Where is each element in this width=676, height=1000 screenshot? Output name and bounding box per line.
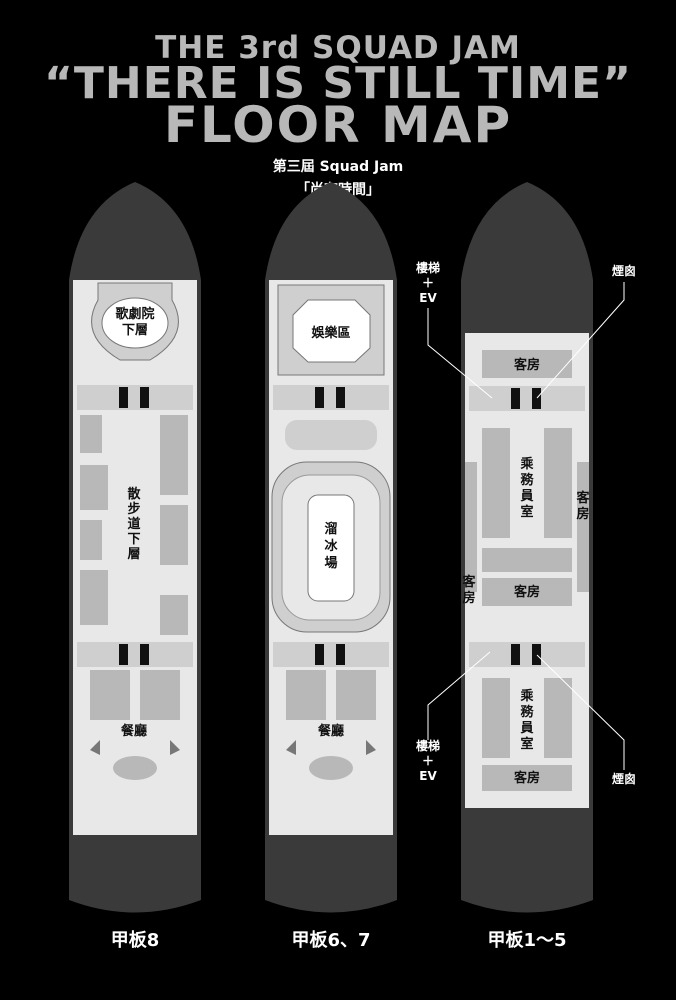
label-cabin-right-1: 客 (576, 490, 590, 506)
callout-stairs-top-2: ＋ (422, 276, 434, 290)
label-crew-4: 室 (520, 504, 533, 520)
deck-1-5-ship (461, 182, 593, 913)
deck-label-1-5: 甲板1～5 (487, 930, 567, 951)
label-promenade-1: 散 (127, 486, 141, 502)
label-promenade-3: 道 (127, 516, 140, 532)
label-opera-lower: 下層 (122, 323, 148, 338)
label-promenade-4: 下 (127, 532, 140, 547)
label-promenade-5: 層 (127, 547, 140, 562)
label-promenade-2: 步 (127, 501, 140, 517)
callout-stairs-top-3: EV (419, 291, 437, 305)
label-cabin-bottom: 客房 (514, 770, 540, 786)
label-crew-b1: 乘 (519, 688, 534, 704)
label-crew-b4: 室 (520, 736, 533, 752)
label-restaurant-deck67: 餐廳 (317, 723, 344, 739)
label-crew-2: 務 (520, 472, 534, 488)
callout-stairs-top-1: 樓梯 (416, 260, 440, 275)
callout-stairs-bottom-1: 樓梯 (416, 738, 440, 753)
label-crew-b3: 員 (519, 721, 533, 736)
label-cabin-left-2: 房 (462, 590, 475, 606)
label-rink-1: 溜 (324, 521, 337, 537)
deck-label-6-7: 甲板6、7 (291, 930, 371, 951)
map-title-line2: “THERE IS STILL TIME” (43, 58, 633, 109)
jp-title-line1: 第三屆 Squad Jam (272, 159, 404, 175)
label-entertainment: 娛樂區 (310, 325, 350, 341)
label-crew-1: 乘 (519, 456, 534, 472)
callout-lines (427, 282, 625, 770)
label-rink-2: 冰 (324, 538, 338, 554)
label-crew-3: 員 (519, 489, 533, 504)
label-crew-b2: 務 (520, 704, 534, 720)
map-title-line1: THE 3rd SQUAD JAM (155, 30, 521, 66)
deck-8-ship (69, 182, 201, 913)
label-cabin-top: 客房 (514, 357, 540, 373)
callout-stairs-bottom-2: ＋ (422, 754, 434, 768)
label-opera: 歌劇院 (115, 306, 154, 322)
map-title-line3: FLOOR MAP (163, 96, 513, 154)
callout-chimney-top: 煙囪 (612, 263, 636, 278)
label-restaurant-deck8: 餐廳 (120, 723, 147, 739)
deck-label-8: 甲板8 (110, 930, 160, 951)
label-rink-3: 場 (324, 555, 337, 571)
label-cabin-mid: 客房 (514, 584, 540, 600)
label-cabin-right-2: 房 (576, 506, 589, 522)
callout-stairs-bottom-3: EV (419, 769, 437, 783)
label-cabin-left-1: 客 (462, 574, 476, 590)
deck-6-7-ship (265, 182, 397, 913)
callout-chimney-bottom: 煙囪 (612, 771, 636, 786)
